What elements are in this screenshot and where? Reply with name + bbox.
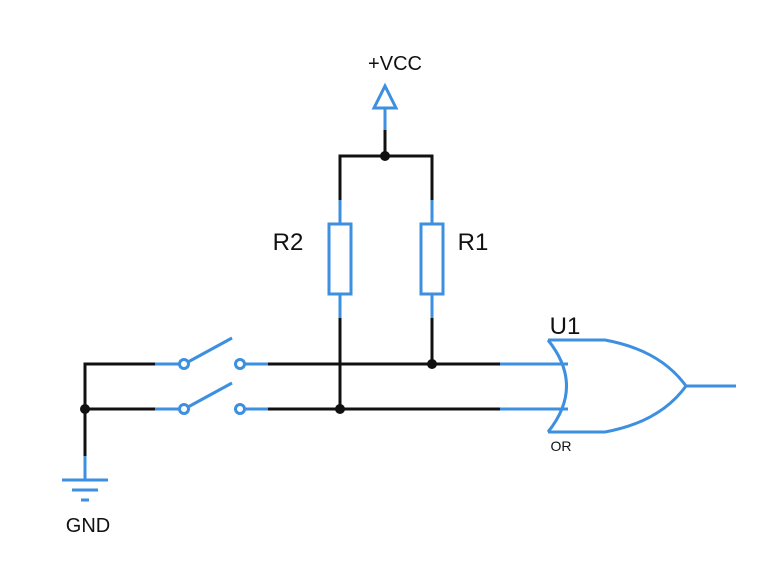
- resistor-r1: [419, 200, 445, 318]
- u1-label: U1: [550, 313, 581, 340]
- junction-vcc: [380, 151, 390, 161]
- switch-b: [155, 381, 268, 415]
- resistor-r2: [327, 200, 353, 318]
- gnd-label: GND: [66, 515, 110, 537]
- switch-a: [155, 336, 268, 370]
- junction-r2: [335, 404, 345, 414]
- wires: [83, 128, 502, 458]
- junction-gnd: [80, 404, 90, 414]
- junction-r1: [427, 359, 437, 369]
- vcc-label: +VCC: [368, 53, 422, 75]
- junctions: [80, 151, 437, 414]
- ground-icon: [62, 456, 108, 502]
- vcc-arrow-icon: [371, 82, 399, 130]
- r2-label: R2: [273, 229, 304, 256]
- r1-label: R1: [458, 229, 489, 256]
- or-gate-u1: [500, 338, 736, 434]
- gate-type-label: OR: [551, 438, 572, 454]
